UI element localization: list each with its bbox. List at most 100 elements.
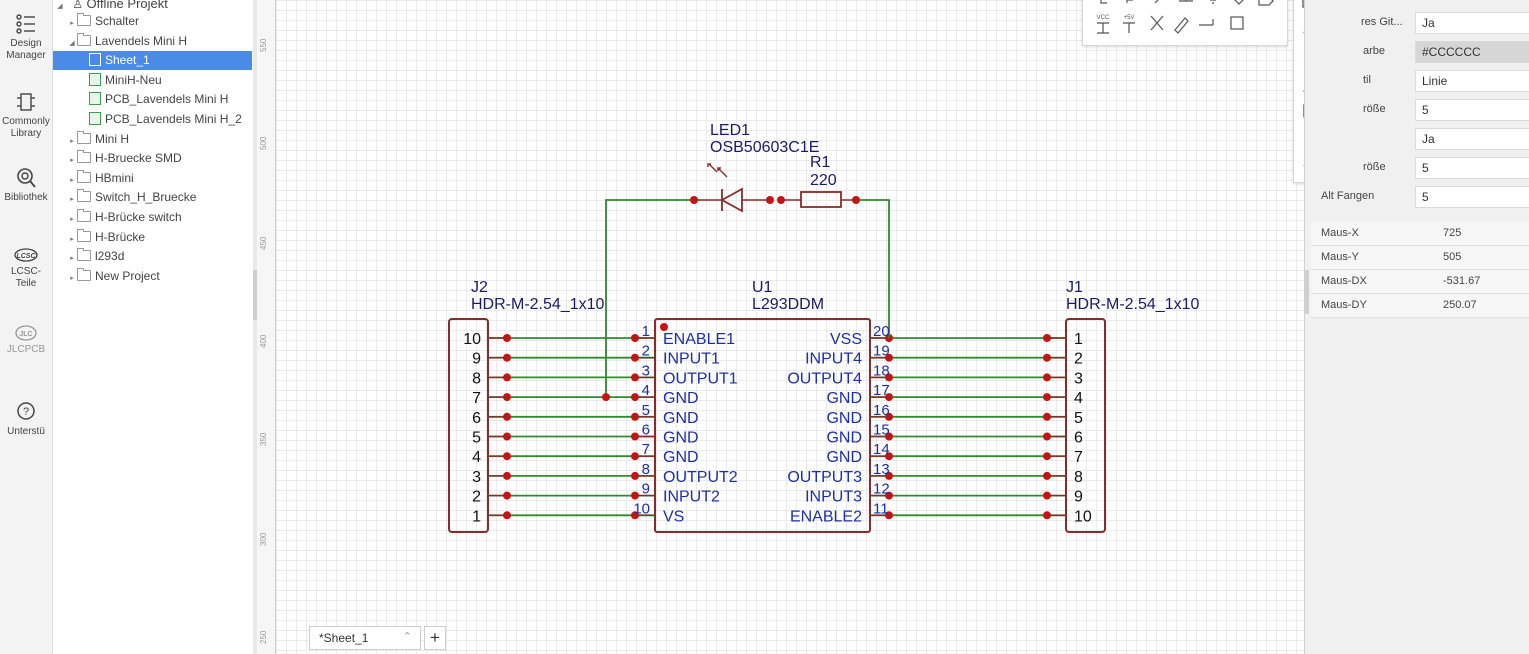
ruler-label: 300 [259, 532, 268, 546]
tree-item[interactable]: ▸HBmini [53, 169, 252, 188]
j2-pin-number: 2 [472, 489, 481, 506]
tree-item[interactable]: ▸New Project [53, 267, 252, 286]
tree-item-label: PCB_Lavendels Mini H [105, 92, 229, 107]
wire-button[interactable] [1091, 0, 1113, 15]
u1-pin-number: 1 [642, 323, 650, 340]
add-sheet-button[interactable]: + [424, 626, 446, 650]
u1-pin-number: 14 [873, 441, 890, 458]
tree-item[interactable]: PCB_Lavendels Mini H [53, 90, 252, 109]
tree-item[interactable]: ◢Lavendels Mini H [53, 32, 252, 51]
bus-entry-button[interactable] [1145, 0, 1167, 15]
tree-item-label: H-Brücke switch [95, 210, 182, 224]
u1-pin-name: GND [826, 449, 862, 466]
folder-icon [77, 150, 91, 164]
rail-jlcpcb[interactable]: JLC JLCPCB [0, 324, 52, 356]
tree-item[interactable]: ▸Schalter [53, 12, 252, 31]
j1-body [1065, 318, 1106, 533]
rail-design-manager[interactable]: Design Manager [0, 12, 52, 62]
netport-button[interactable] [1229, 0, 1251, 15]
tree-item[interactable]: ▸ l293d [53, 247, 252, 266]
expand-arrow-icon[interactable]: ▸ [70, 137, 74, 145]
tree-item[interactable]: ▸Mini H [53, 130, 252, 149]
tree-item[interactable]: Sheet_1 [53, 51, 252, 71]
tree-item-label: MiniH-Neu [105, 72, 162, 87]
mouse-info-row: Maus-DX-531.67 [1311, 270, 1529, 294]
document-icon [89, 92, 101, 106]
expand-arrow-icon[interactable]: ▸ [70, 274, 74, 282]
u1-pin-number: 6 [642, 422, 650, 439]
netlabel-button[interactable] [1175, 0, 1197, 15]
expand-arrow-icon[interactable]: ▸ [70, 157, 74, 165]
j2-value-label: HDR-M-2.54_1x10 [471, 296, 604, 313]
bus-button[interactable] [1117, 0, 1139, 15]
u1-pin-name: OUTPUT2 [663, 469, 738, 486]
no-connect-button[interactable] [1145, 15, 1167, 37]
rail-commonly-library[interactable]: Commonly Library [0, 90, 52, 140]
sheet-tab[interactable]: *Sheet_1 ⌃ [309, 626, 421, 650]
tree-root[interactable]: ◢ ♙ Offline Projekt [53, 0, 253, 13]
expand-arrow-icon[interactable]: ▸ [70, 216, 74, 223]
expand-arrow-icon[interactable]: ▸ [70, 255, 74, 263]
rail-bibliothek[interactable]: Bibliothek [0, 166, 52, 204]
chevron-up-icon[interactable]: ⌃ [402, 631, 412, 643]
j2-pin-number: 7 [472, 390, 481, 407]
u1-pin-number: 13 [873, 461, 890, 478]
splitter-handle[interactable] [253, 270, 257, 320]
tree-item[interactable]: ▸H-Bruecke SMD [53, 149, 252, 168]
property-label: röße [1363, 103, 1386, 115]
u1-value-label: L293DDM [752, 296, 824, 313]
collapse-arrow-icon[interactable]: ◢ [69, 39, 75, 47]
property-value-field[interactable]: 5 [1415, 157, 1529, 179]
tree-item[interactable]: PCB_Lavendels Mini H_2 [53, 110, 252, 129]
rail-lcsc[interactable]: LCSC LCSC- Teile [0, 246, 52, 290]
net-connector-button[interactable] [1197, 15, 1219, 37]
netflag-button[interactable] [1255, 0, 1277, 15]
ground-icon [1210, 0, 1216, 4]
property-value-field[interactable]: Ja [1415, 12, 1529, 34]
folder-icon [77, 169, 91, 183]
pin-button[interactable] [1171, 15, 1193, 37]
tree-item-label: l293d [95, 249, 125, 264]
tree-item[interactable]: MiniH-Neu [53, 71, 252, 90]
led-light-arrows [707, 163, 728, 178]
u1-pin-number: 19 [873, 343, 890, 360]
property-value-field[interactable]: Linie [1415, 70, 1529, 92]
tree-root-label: Offline Projekt [86, 0, 168, 11]
u1-pin-name: GND [663, 449, 699, 466]
sheet-tab-label: *Sheet_1 [319, 631, 369, 645]
schematic-drawing[interactable]: LED1OSB50603C1ER1220U1L293DDMJ2HDR-M-2.5… [276, 0, 1304, 654]
expand-arrow-icon[interactable]: ▸ [70, 176, 74, 184]
pin1-marker [660, 323, 668, 331]
wiring-tools-toolbar: VCC +5V [1082, 0, 1288, 46]
u1-pin-name: GND [826, 410, 862, 427]
tree-item[interactable]: ▸Switch_H_Bruecke [53, 188, 252, 207]
expand-arrow-icon[interactable]: ▸ [70, 235, 74, 243]
property-value-field[interactable]: #CCCCCC [1415, 41, 1529, 63]
j2-ref-label: J2 [471, 279, 488, 296]
library-search-icon [17, 168, 36, 188]
vcc-button[interactable] [1091, 15, 1113, 37]
j1-pin-number: 2 [1074, 351, 1083, 368]
property-value-field[interactable]: Ja [1415, 128, 1529, 150]
property-label: Alt Fangen [1321, 190, 1375, 202]
plus5v-button[interactable] [1117, 15, 1139, 37]
panel-handle[interactable] [1305, 270, 1309, 314]
expand-arrow-icon[interactable]: ▸ [70, 20, 74, 27]
tree-item[interactable]: ▸H-Brücke [53, 228, 252, 247]
left-rail: Design Manager Commonly Library Biblioth… [0, 0, 53, 654]
rail-support[interactable]: ? Unterstü [0, 400, 52, 438]
property-value-field[interactable]: 5 [1415, 99, 1529, 121]
property-value-field[interactable]: 5 [1415, 186, 1529, 208]
junction-dot [602, 393, 610, 402]
expand-arrow-icon[interactable]: ▸ [70, 196, 74, 204]
ground-button[interactable] [1201, 0, 1223, 15]
tree-item[interactable]: ▸ H-Brücke switch [53, 208, 252, 227]
j2-body [448, 318, 489, 533]
group-button[interactable] [1225, 15, 1247, 37]
mouse-info-label: Maus-DX [1321, 275, 1367, 287]
mouse-info-label: Maus-X [1321, 227, 1359, 239]
panel-splitter[interactable] [253, 0, 257, 654]
